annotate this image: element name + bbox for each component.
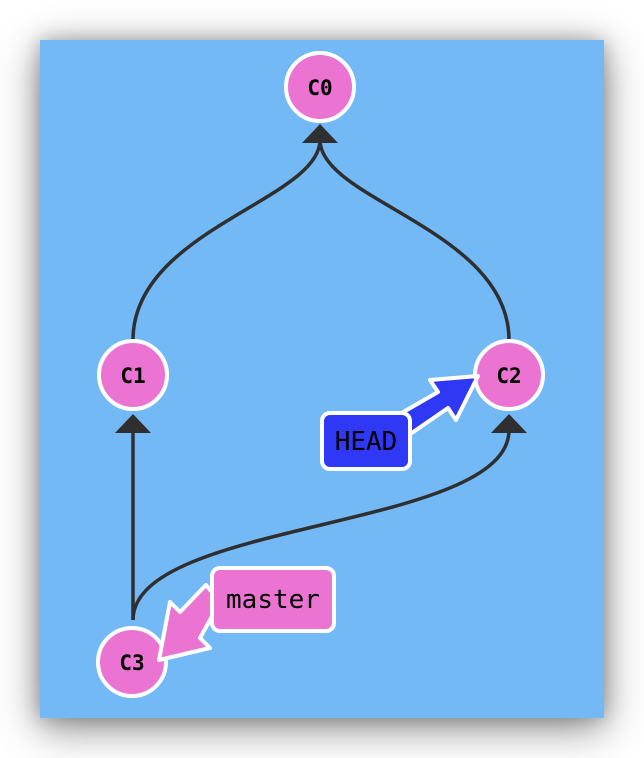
commit-c2-label: C2 xyxy=(496,364,521,388)
arrowhead-c0 xyxy=(302,124,338,143)
head-ref[interactable]: HEAD xyxy=(320,374,480,471)
head-arrow xyxy=(391,374,480,439)
commit-c0-label: C0 xyxy=(307,76,332,100)
edge-c1-c0 xyxy=(131,139,322,341)
edge-c2-c0 xyxy=(318,139,511,341)
arrowhead-c1 xyxy=(115,414,151,433)
commit-c0[interactable]: C0 xyxy=(284,51,356,123)
edges xyxy=(115,124,527,621)
commit-c3[interactable]: C3 xyxy=(96,626,168,698)
head-label: HEAD xyxy=(335,427,398,457)
commit-c1-label: C1 xyxy=(120,364,145,388)
master-label-box xyxy=(210,566,336,633)
commit-c1[interactable]: C1 xyxy=(97,339,169,411)
commit-c3-label: C3 xyxy=(119,651,144,675)
master-label: master xyxy=(226,585,320,615)
edge-c3-c2 xyxy=(131,429,511,621)
arrowhead-c2 xyxy=(491,414,527,433)
head-label-box xyxy=(320,411,412,471)
master-ref[interactable]: master xyxy=(157,566,336,662)
master-arrow xyxy=(157,583,222,662)
commit-c2[interactable]: C2 xyxy=(473,339,545,411)
